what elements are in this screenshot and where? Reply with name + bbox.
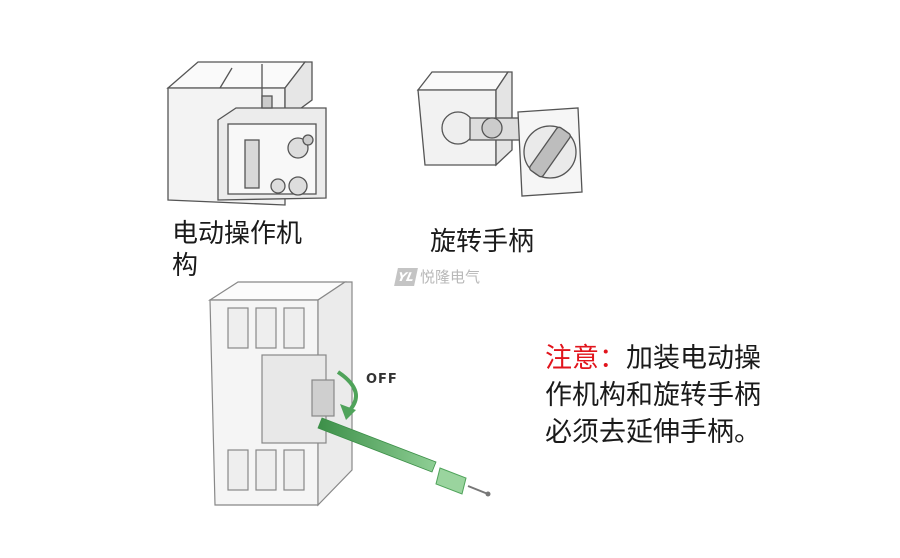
note-body: 加装电动操作机构和旋转手柄必须去延伸手柄。 [545, 343, 761, 448]
motor-mechanism-illustration [166, 61, 327, 206]
extension-arrow-icon [317, 417, 437, 473]
note-text: 注意：加装电动操作机构和旋转手柄必须去延伸手柄。 [545, 340, 785, 451]
off-label: OFF [366, 372, 398, 387]
rotation-arrow-head-icon [340, 404, 356, 420]
watermark: YL 悦隆电气 [394, 266, 481, 287]
rotary-handle-label: 旋转手柄 [430, 227, 535, 257]
circuit-breaker-illustration [207, 281, 353, 507]
watermark-logo: YL [394, 267, 418, 286]
watermark-text: 悦隆电气 [420, 268, 481, 286]
rotary-handle-illustration [416, 71, 583, 197]
extension-handle-icon [435, 467, 491, 497]
note-heading: 注意： [545, 343, 626, 374]
motor-mechanism-label: 电动操作机构 [172, 219, 303, 281]
